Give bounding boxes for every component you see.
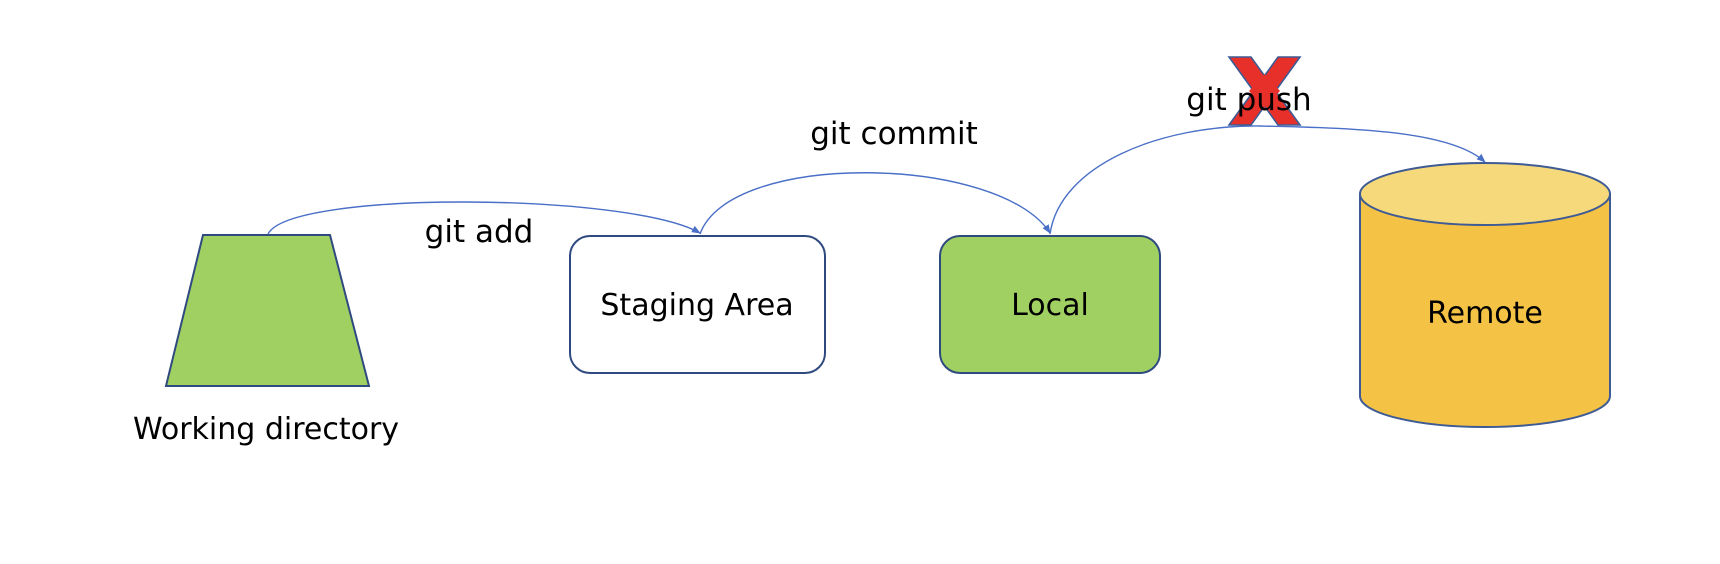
working-directory-label: Working directory	[133, 412, 399, 447]
staging-area-label: Staging Area	[600, 288, 793, 323]
git-push-label: git push	[1186, 82, 1311, 118]
remote-cylinder	[1359, 162, 1611, 428]
git-push-arrow	[1049, 125, 1486, 235]
local-box	[939, 235, 1161, 374]
staging-area-box	[569, 235, 826, 374]
cross-icon-center	[1249, 74, 1280, 108]
git-add-arrow	[267, 201, 701, 235]
git-commit-label: git commit	[810, 116, 977, 152]
remote-cylinder-top	[1359, 162, 1611, 226]
git-add-label: git add	[425, 214, 534, 250]
remote-label: Remote	[1427, 296, 1543, 331]
git-commit-arrow	[699, 172, 1051, 235]
local-label: Local	[1011, 288, 1089, 323]
working-directory-shape	[164, 234, 371, 387]
remote-cylinder-body	[1359, 193, 1611, 428]
cross-icon	[1227, 56, 1302, 126]
